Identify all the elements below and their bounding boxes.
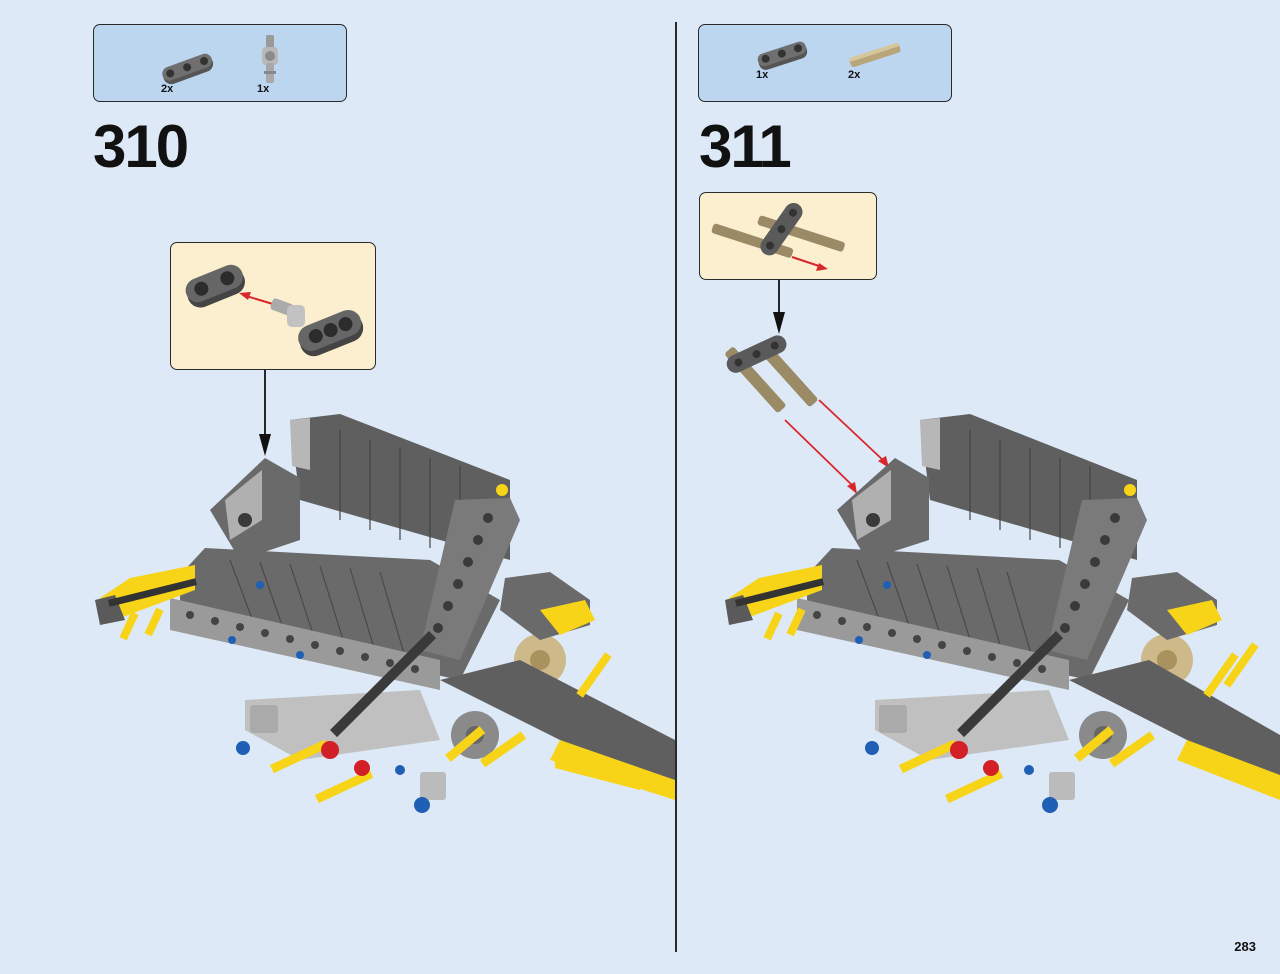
part-quantity: 2x [161,83,174,95]
dark-gray-beam-icon [162,53,214,85]
part-quantity: 2x [848,69,861,81]
part-axle-pin-connector: 1x [254,31,324,97]
part-quantity: 1x [257,83,270,95]
part-tan-axle: 2x [845,29,915,95]
part-dark-gray-beam: 1x [754,29,824,95]
step-number: 311 [699,113,792,180]
parts-list-box: 1x 2x [698,24,952,102]
dark-gray-beam-icon [757,41,808,70]
axle-pin-connector-icon [262,35,278,83]
panel-divider [675,22,677,952]
step-310-panel: 2x 1x 310 [93,24,675,813]
sub-assembly-illustration [185,264,364,357]
step-number: 310 [93,113,189,180]
parts-list-box: 2x 1x [93,24,347,102]
tan-axle-icon [849,42,901,68]
step-310-model-illustration [95,370,675,813]
part-dark-gray-beam: 2x [156,31,226,97]
step-311-panel: 1x 2x 311 [677,0,1280,974]
step-311-model-illustration [725,280,1280,813]
page-number: 283 [1234,939,1256,954]
sub-assembly-callout [699,192,877,280]
sub-assembly-callout [170,242,376,370]
part-quantity: 1x [756,69,769,81]
sub-assembly-illustration [711,202,845,271]
